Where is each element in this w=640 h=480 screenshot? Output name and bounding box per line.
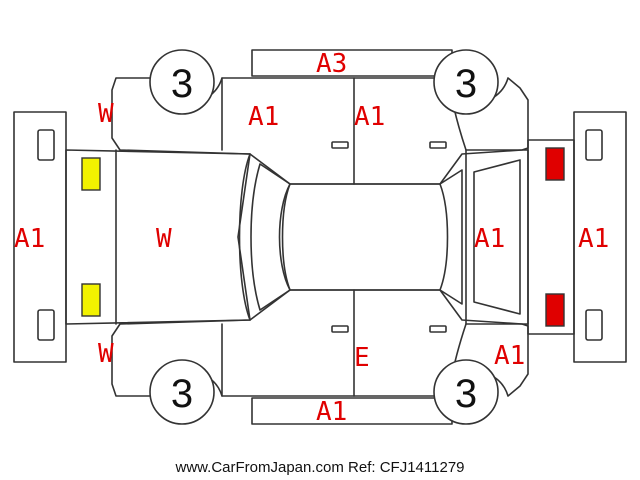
mark-left-bumper: A1 [14, 224, 45, 254]
mark-upper-front-fender: W [98, 99, 114, 129]
svg-text:3: 3 [171, 372, 193, 416]
mark-trunk: A1 [474, 224, 505, 254]
taillight-upper [545, 147, 565, 181]
mark-right-bumper: A1 [578, 224, 609, 254]
top-view-body [65, 139, 575, 335]
wheel-front-right: 3 [149, 359, 215, 425]
headlight-upper [81, 157, 101, 191]
taillight-lower [545, 293, 565, 327]
mark-lower-front-fender: W [98, 339, 114, 369]
front-bumper [13, 111, 67, 363]
mark-lower-rear-door: E [354, 343, 370, 373]
wheel-rear-left: 3 [433, 49, 499, 115]
svg-text:3: 3 [455, 62, 477, 106]
mark-hood: W [156, 224, 172, 254]
lower-rocker-panel [251, 397, 453, 425]
headlight-lower [81, 283, 101, 317]
svg-text:3: 3 [171, 62, 193, 106]
mark-upper-rocker-panel: A3 [316, 49, 347, 79]
watermark-text: www.CarFromJapan.com Ref: CFJ1411279 [175, 459, 465, 476]
mark-upper-rear-door: A1 [354, 102, 385, 132]
wheel-rear-right: 3 [433, 359, 499, 425]
svg-text:3: 3 [455, 372, 477, 416]
mark-lower-rocker-panel: A1 [316, 397, 347, 427]
upper-rocker-panel [251, 49, 453, 77]
mark-lower-rear-fender: A1 [494, 341, 525, 371]
mark-upper-front-door: A1 [248, 102, 279, 132]
wheel-front-left: 3 [149, 49, 215, 115]
